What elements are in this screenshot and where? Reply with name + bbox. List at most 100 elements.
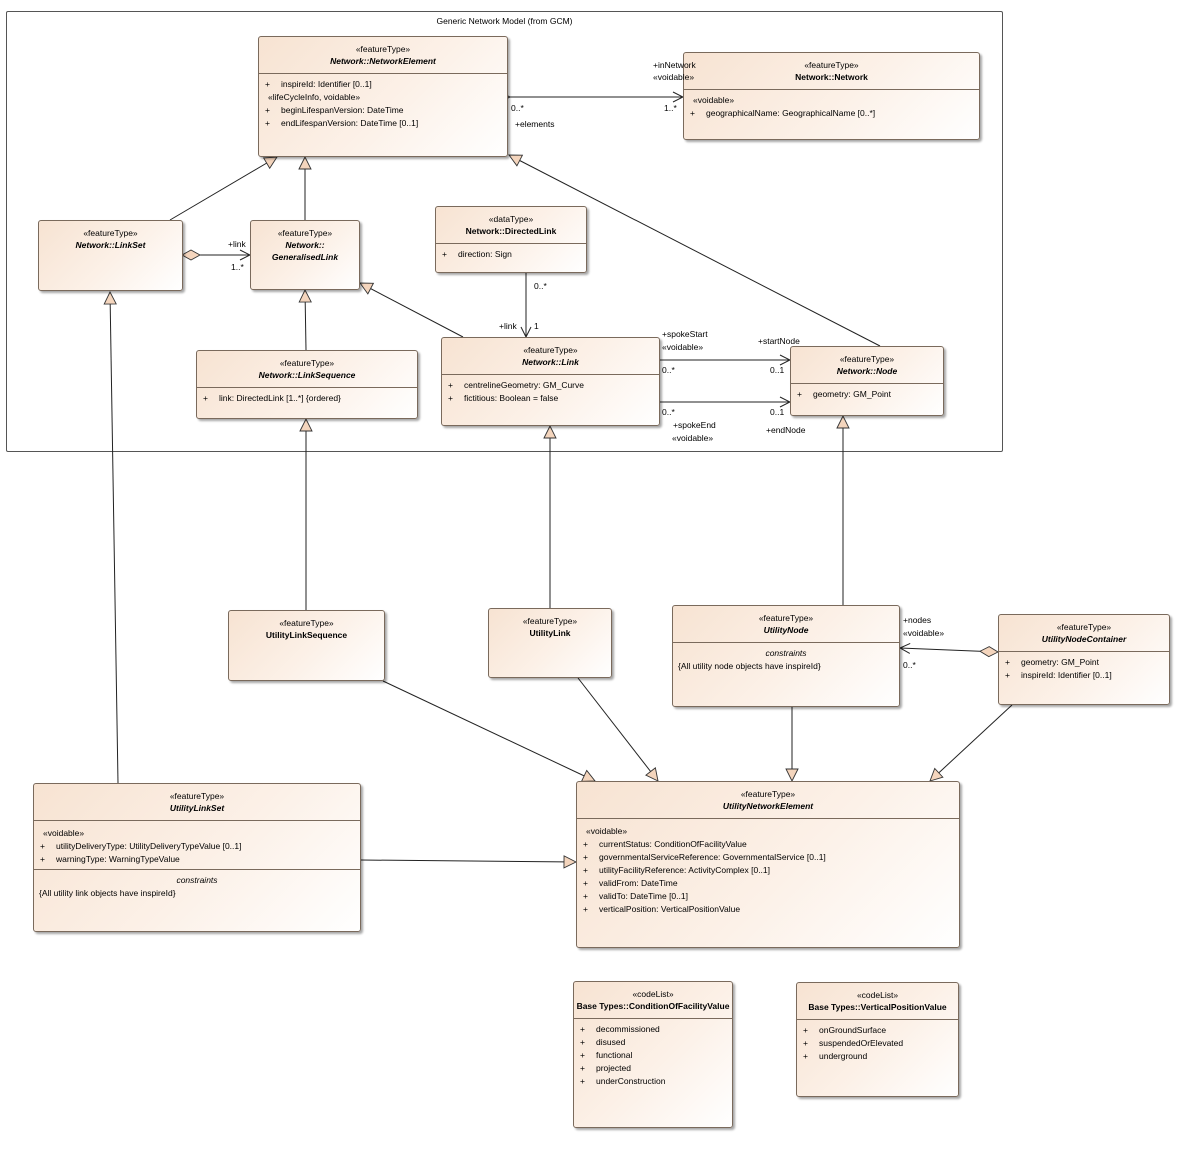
attribute-row: +validFrom: DateTime: [583, 878, 678, 888]
attribute-group-label: «voidable»: [586, 826, 628, 836]
assoc-utilitynodecontainer-utilitynode: [900, 648, 998, 652]
class-name: Base Types::VerticalPositionValue: [808, 1002, 947, 1012]
stereotype-label: «featureType»: [758, 613, 814, 623]
attribute-row: +geometry: GM_Point: [797, 389, 891, 399]
stereotype-label: «featureType»: [522, 616, 578, 626]
attributes-compartment: +direction: Sign: [436, 243, 586, 264]
attribute-row: +utilityFacilityReference: ActivityCompl…: [583, 865, 771, 875]
attribute-row: +governmentalServiceReference: Governmen…: [583, 852, 826, 862]
gen-utilitylinkset-une: [360, 855, 578, 869]
constraint-text: {All utility link objects have inspireId…: [39, 888, 176, 898]
class-name: UtilityLink: [529, 628, 571, 638]
gen-utilitynodecontainer-une: [929, 704, 1013, 782]
attribute-group-label: «lifeCycleInfo, voidable»: [268, 92, 361, 102]
attribute-row: +utilityDeliveryType: UtilityDeliveryTyp…: [40, 841, 242, 851]
mult-nodes: 0..*: [903, 660, 916, 670]
class-name: UtilityLinkSet: [169, 803, 225, 813]
stereotype-label: «codeList»: [632, 989, 674, 999]
role-link-directedlink: +link: [499, 321, 517, 331]
attribute-row: +geometry: GM_Point: [1005, 657, 1099, 667]
class-link-sequence[interactable]: «featureType» Network::LinkSequence +lin…: [196, 350, 418, 419]
class-name-line1: Network::: [285, 240, 325, 250]
attributes-compartment: +geometry: GM_Point: [791, 383, 943, 404]
attributes-compartment: «voidable» +currentStatus: ConditionOfFa…: [577, 818, 959, 919]
stereotype-label: «featureType»: [1056, 622, 1112, 632]
attribute-row: +validTo: DateTime [0..1]: [583, 891, 688, 901]
class-utility-link-set[interactable]: «featureType» UtilityLinkSet «voidable» …: [33, 783, 361, 932]
mult-link-directed: 1: [534, 321, 539, 331]
stereotype-label: «featureType»: [740, 789, 796, 799]
class-vertical-position-value[interactable]: «codeList» Base Types::VerticalPositionV…: [796, 982, 959, 1097]
role-in-network: +inNetwork: [653, 60, 696, 70]
role-spoke-end-voidable: «voidable»: [672, 433, 714, 443]
attribute-row: +warningType: WarningTypeValue: [40, 854, 180, 864]
stereotype-label: «featureType»: [523, 345, 578, 355]
attribute-row: +direction: Sign: [442, 249, 512, 259]
class-link[interactable]: «featureType» Network::Link +centrelineG…: [441, 337, 660, 426]
package-frame-title: Generic Network Model (from GCM): [436, 16, 573, 26]
role-spoke-start-voidable: «voidable»: [662, 342, 704, 352]
stereotype-label: «featureType»: [355, 44, 411, 54]
role-end-node: +endNode: [766, 425, 806, 435]
stereotype-label: «featureType»: [277, 228, 333, 238]
attribute-row: +inspireId: Identifier [0..1]: [1005, 670, 1112, 680]
literal-row: +disused: [580, 1037, 626, 1047]
class-utility-network-element[interactable]: «featureType» UtilityNetworkElement «voi…: [576, 781, 960, 948]
mult-start-node: 0..1: [770, 365, 785, 375]
class-generalised-link[interactable]: «featureType» Network:: GeneralisedLink: [250, 220, 360, 290]
mult-end-node: 0..1: [770, 407, 785, 417]
class-link-set[interactable]: «featureType» Network::LinkSet: [38, 220, 183, 291]
gen-utilitylinksequence-une: [382, 680, 596, 782]
class-network[interactable]: «featureType» Network::Network «voidable…: [683, 52, 980, 140]
class-name: Network::Node: [836, 366, 898, 376]
class-condition-of-facility-value[interactable]: «codeList» Base Types::ConditionOfFacili…: [573, 981, 733, 1128]
class-name: Network::DirectedLink: [465, 226, 557, 236]
class-name: Network::Link: [522, 357, 579, 367]
mult-network: 1..*: [664, 103, 677, 113]
attributes-compartment: +link: DirectedLink [1..*] {ordered}: [197, 387, 417, 408]
stereotype-label: «featureType»: [279, 358, 335, 368]
role-start-node: +startNode: [758, 336, 800, 346]
attributes-compartment: «voidable» +geographicalName: Geographic…: [684, 89, 979, 123]
attributes-compartment: +geometry: GM_Point +inspireId: Identifi…: [999, 651, 1169, 685]
mult-networkelement: 0..*: [511, 103, 524, 113]
class-utility-link[interactable]: «featureType» UtilityLink: [488, 608, 612, 678]
attribute-group-label: «voidable»: [43, 828, 85, 838]
gen-link-generalisedlink: [359, 282, 464, 338]
mult-spoke-start: 0..*: [662, 365, 675, 375]
stereotype-label: «codeList»: [856, 990, 899, 1000]
stereotype-label: «featureType»: [169, 791, 225, 801]
class-utility-link-sequence[interactable]: «featureType» UtilityLinkSequence: [228, 610, 385, 681]
role-in-network-voidable: «voidable»: [653, 72, 695, 82]
stereotype-label: «featureType»: [804, 60, 859, 70]
gen-node-networkelement: [508, 154, 881, 347]
literal-row: +suspendedOrElevated: [803, 1038, 904, 1048]
class-utility-node[interactable]: «featureType» UtilityNode constraints {A…: [672, 605, 900, 707]
class-name: UtilityNode: [763, 625, 809, 635]
literal-row: +underground: [803, 1051, 868, 1061]
constraint-text: {All utility node objects have inspireId…: [678, 661, 821, 671]
stereotype-label: «dataType»: [488, 214, 534, 224]
class-utility-node-container[interactable]: «featureType» UtilityNodeContainer +geom…: [998, 614, 1170, 705]
constraints-compartment: constraints {All utility node objects ha…: [673, 642, 899, 676]
attribute-row: +verticalPosition: VerticalPositionValue: [583, 904, 741, 914]
class-node[interactable]: «featureType» Network::Node +geometry: G…: [790, 346, 944, 416]
class-name: UtilityNetworkElement: [722, 801, 814, 811]
class-name: Network::LinkSet: [75, 240, 146, 250]
class-name: Network::Network: [795, 72, 868, 82]
mult-directedlink: 0..*: [534, 281, 547, 291]
gen-linkset-networkelement: [169, 156, 278, 221]
constraints-compartment: constraints {All utility link objects ha…: [34, 869, 360, 903]
class-network-element[interactable]: «featureType» Network::NetworkElement +i…: [258, 36, 508, 157]
gen-linksequence-generalisedlink: [298, 288, 312, 351]
role-link-linkset: +link: [228, 239, 246, 249]
attribute-row: +centrelineGeometry: GM_Curve: [448, 380, 584, 390]
attribute-group-label: «voidable»: [693, 95, 735, 105]
attribute-row: +fictitious: Boolean = false: [448, 393, 559, 403]
gen-utilitylinkset-linkset: [103, 290, 119, 784]
literal-row: +projected: [580, 1063, 631, 1073]
package-frame: Generic Network Model (from GCM): [6, 11, 1003, 452]
attributes-compartment: +inspireId: Identifier [0..1] «lifeCycle…: [259, 73, 507, 133]
class-directed-link[interactable]: «dataType» Network::DirectedLink +direct…: [435, 206, 587, 273]
